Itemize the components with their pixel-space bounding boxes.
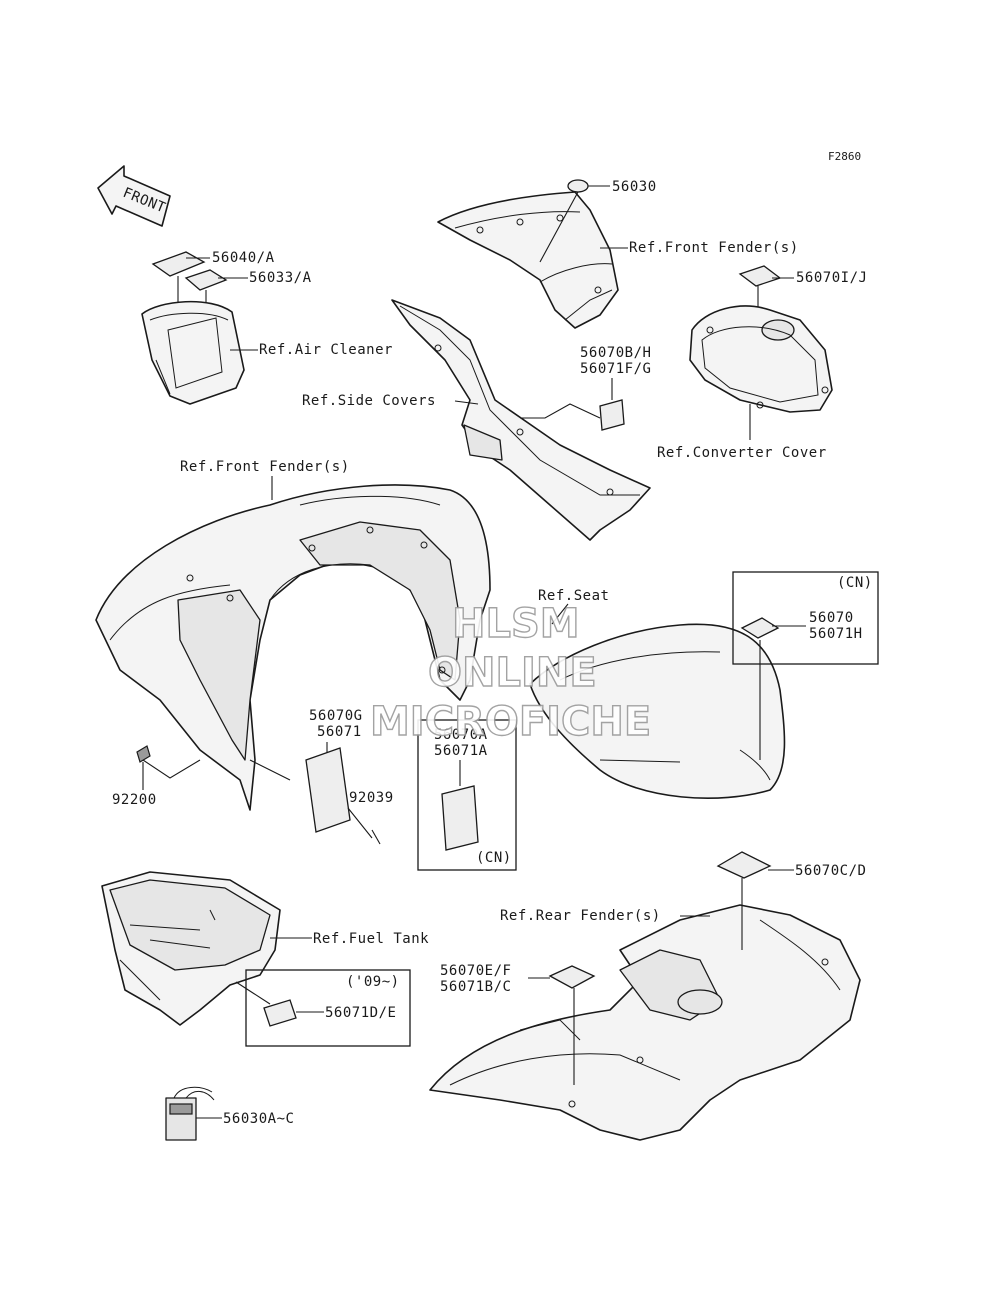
- cn-mid-label: (CN): [476, 850, 512, 866]
- sticker-56070ij: [738, 265, 782, 287]
- sticker-56070g: [305, 747, 351, 833]
- sticker-56033a: [184, 269, 228, 291]
- part-56071-label: 56071: [317, 724, 362, 740]
- part-56071h-label: 56071H: [809, 626, 863, 642]
- sticker-56070: [740, 617, 780, 639]
- seat-part: [529, 623, 786, 799]
- ref-rear-fender-label: Ref.Rear Fender(s): [500, 908, 661, 924]
- figure-code: F2860: [828, 150, 861, 163]
- part-56071de-label: 56071D/E: [325, 1005, 396, 1021]
- cn-box-56070: [732, 571, 879, 665]
- sticker-56070ef: [548, 965, 596, 989]
- sticker-56040a: [151, 251, 206, 277]
- ref-front-fender-top-label: Ref.Front Fender(s): [629, 240, 799, 256]
- part-56070cd-label: 56070C/D: [795, 863, 866, 879]
- clip-92200: [136, 745, 151, 763]
- watermark-line-1: HLSM: [452, 601, 580, 647]
- ref-seat-label: Ref.Seat: [538, 588, 609, 604]
- part-92200-label: 92200: [112, 792, 157, 808]
- part-56070ef-label: 56070E/F: [440, 963, 511, 979]
- part-56070-label: 56070: [809, 610, 854, 626]
- side-covers-part: [391, 299, 651, 541]
- rear-fender-part: [429, 904, 861, 1141]
- sticker-56070bh: [599, 399, 625, 431]
- front-fender-upper-part: [437, 191, 619, 329]
- sticker-56070a: [441, 785, 479, 851]
- year-09-label: ('09~): [346, 974, 400, 990]
- ref-front-fender-main-label: Ref.Front Fender(s): [180, 459, 350, 475]
- front-fender-main-part: [95, 484, 491, 811]
- sticker-56070cd: [716, 851, 772, 879]
- part-56070ij-label: 56070I/J: [796, 270, 867, 286]
- ref-side-covers-label: Ref.Side Covers: [302, 393, 436, 409]
- fuel-tank-part: [101, 871, 281, 1026]
- converter-cover-part: [689, 305, 833, 413]
- part-56071bc-label: 56071B/C: [440, 979, 511, 995]
- sticker-56071de: [263, 999, 297, 1027]
- front-arrow-icon: FRONT: [97, 165, 171, 227]
- ref-fuel-tank-label: Ref.Fuel Tank: [313, 931, 429, 947]
- year-box-56071de: [245, 969, 411, 1047]
- part-56070bh-label: 56070B/H: [580, 345, 651, 361]
- part-56071a-label: 56071A: [434, 743, 488, 759]
- part-56071fg-label: 56071F/G: [580, 361, 651, 377]
- part-56070a-label: 56070A: [434, 727, 488, 743]
- ref-air-cleaner-label: Ref.Air Cleaner: [259, 342, 393, 358]
- part-56030-label: 56030: [612, 179, 657, 195]
- watermark-line-2: ONLINE: [428, 650, 597, 696]
- part-56033a-label: 56033/A: [249, 270, 312, 286]
- ref-converter-cover-label: Ref.Converter Cover: [657, 445, 827, 461]
- part-56030ac-label: 56030A~C: [223, 1111, 294, 1127]
- part-56070g-label: 56070G: [309, 708, 363, 724]
- grommet-56030: [567, 179, 589, 193]
- air-cleaner-part: [141, 300, 245, 405]
- watermark-line-3: MICROFICHE: [370, 699, 651, 745]
- part-92039-label: 92039: [349, 790, 394, 806]
- part-56040a-label: 56040/A: [212, 250, 275, 266]
- cn-box-56070a: [417, 719, 517, 871]
- cn-top-label: (CN): [837, 575, 873, 591]
- watermark: HLSM ONLINE MICROFICHE: [369, 600, 652, 745]
